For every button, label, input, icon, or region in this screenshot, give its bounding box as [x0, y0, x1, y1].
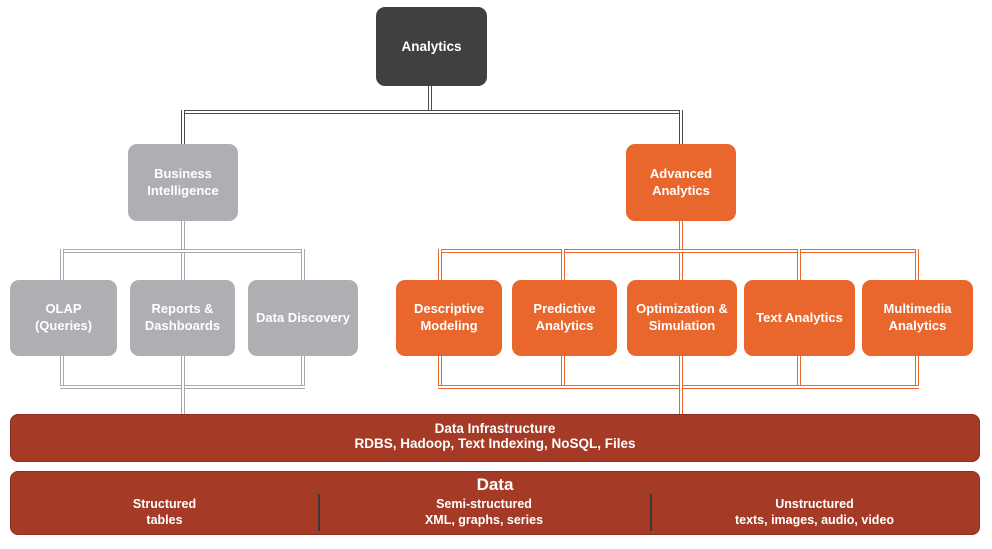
node-predictive-analytics: Predictive Analytics — [512, 280, 617, 356]
connector-line — [60, 356, 64, 389]
connector-line — [561, 356, 565, 389]
node-reports-dashboards: Reports & Dashboards — [130, 280, 235, 356]
connector-line — [561, 249, 565, 282]
data-title: Data — [476, 475, 514, 494]
connector-line — [438, 356, 442, 389]
node-text-analytics: Text Analytics — [744, 280, 855, 356]
connector-line — [438, 249, 442, 282]
node-data-discovery: Data Discovery — [248, 280, 358, 356]
node-label: OLAP (Queries) — [34, 301, 93, 333]
node-label: Optimization & Simulation — [636, 301, 728, 333]
column-name: Semi-structured — [436, 497, 532, 512]
infrastructure-title: Data Infrastructure — [434, 421, 556, 436]
column-name: Structured — [132, 497, 197, 512]
node-multimedia-analytics: Multimedia Analytics — [862, 280, 973, 356]
node-analytics: Analytics — [376, 7, 487, 86]
column-divider — [318, 494, 320, 531]
connector-line — [181, 356, 185, 415]
node-descriptive-modeling: Descriptive Modeling — [396, 280, 502, 356]
connector-line — [679, 110, 683, 144]
column-name: Unstructured — [775, 497, 854, 512]
connector-line — [438, 385, 919, 389]
column-divider — [650, 494, 652, 531]
data-column-semi-structured: Semi-structured XML, graphs, series — [318, 495, 650, 531]
node-optimization-simulation: Optimization & Simulation — [627, 280, 737, 356]
data-infrastructure-bar: Data Infrastructure RDBS, Hadoop, Text I… — [10, 414, 980, 462]
node-label: Multimedia Analytics — [883, 301, 952, 333]
node-label: Advanced Analytics — [649, 165, 713, 198]
node-label: Analytics — [401, 38, 462, 54]
node-label: Data Discovery — [256, 309, 350, 325]
connector-line — [60, 249, 305, 253]
connector-line — [428, 86, 432, 112]
node-olap-queries: OLAP (Queries) — [10, 280, 117, 356]
connector-line — [301, 356, 305, 389]
infrastructure-systems: RDBS, Hadoop, Text Indexing, NoSQL, File… — [354, 436, 636, 451]
column-examples: tables — [146, 513, 183, 527]
connector-line — [797, 356, 801, 389]
column-examples: texts, images, audio, video — [734, 513, 895, 527]
node-business-intelligence: Business Intelligence — [128, 144, 238, 221]
node-label: Reports & Dashboards — [144, 301, 221, 333]
connector-line — [181, 110, 185, 144]
connector-line — [60, 249, 64, 282]
node-label: Text Analytics — [756, 309, 843, 325]
node-label: Business Intelligence — [147, 165, 219, 198]
connector-line — [301, 249, 305, 282]
connector-line — [679, 356, 683, 415]
connector-line — [797, 249, 801, 282]
connector-line — [915, 356, 919, 389]
data-column-structured: Structured tables — [11, 495, 318, 531]
column-examples: XML, graphs, series — [424, 513, 544, 527]
node-label: Descriptive Modeling — [413, 301, 485, 333]
data-bar: Data Structured tables Semi-structured X… — [10, 471, 980, 535]
connector-line — [438, 249, 919, 253]
connector-line — [915, 249, 919, 282]
connector-line — [181, 110, 683, 114]
node-advanced-analytics: Advanced Analytics — [626, 144, 736, 221]
data-column-unstructured: Unstructured texts, images, audio, video — [650, 495, 979, 531]
node-label: Predictive Analytics — [533, 301, 596, 333]
